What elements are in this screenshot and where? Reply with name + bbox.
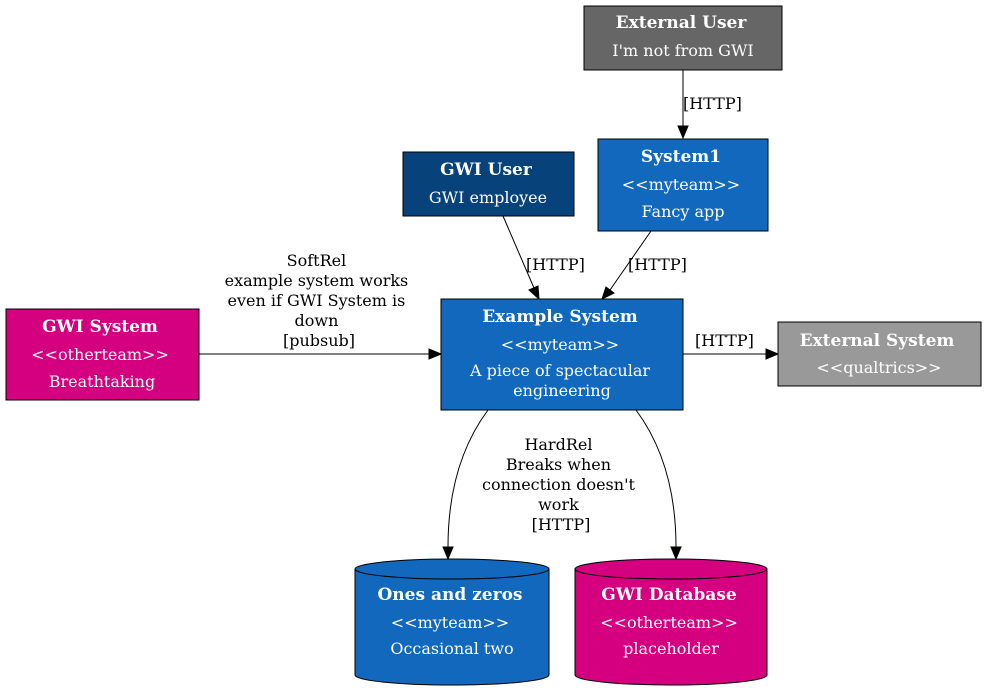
node-box — [402, 151, 575, 217]
database-cylinder-rim — [354, 568, 550, 580]
edge-example-to-gwi-database — [635, 409, 682, 561]
edge-external-user-to-system1: [HTTP] — [677, 70, 742, 140]
edge-label-http: [HTTP] — [526, 255, 585, 274]
arrowhead — [765, 348, 780, 360]
node-label: External System <<qualtrics>> — [800, 331, 959, 377]
edge-line — [635, 409, 677, 548]
edge-line — [447, 409, 489, 548]
edge-label-http: [HTTP] — [695, 331, 754, 350]
node-label: GWI User GWI employee — [429, 160, 547, 207]
edge-example-to-external-system: [HTTP] — [683, 331, 780, 360]
edge-system1-to-example: [HTTP] — [601, 230, 687, 300]
node-label: GWI Database <<otherteam>> placeholder — [600, 585, 742, 658]
edge-gwi-system-to-example: SoftRel example system works even if GWI… — [199, 251, 443, 360]
node-gwi-database[interactable]: GWI Database <<otherteam>> placeholder — [574, 558, 768, 686]
database-cylinder-body — [354, 558, 550, 686]
arrowhead — [677, 125, 689, 140]
node-external-user[interactable]: External User I'm not from GWI — [583, 5, 783, 71]
node-box — [597, 138, 769, 232]
node-label: External User I'm not from GWI — [612, 13, 753, 60]
edge-label-http: [HTTP] — [683, 94, 742, 113]
arrowhead — [601, 286, 615, 300]
node-ones-and-zeros[interactable]: Ones and zeros <<myteam>> Occasional two — [354, 558, 550, 686]
edge-gwi-user-to-example: [HTTP] — [502, 215, 585, 301]
node-label: Ones and zeros <<myteam>> Occasional two — [378, 585, 527, 658]
arrowhead — [670, 546, 682, 561]
node-box — [583, 5, 783, 71]
database-cylinder-body — [574, 558, 768, 686]
edge-line — [502, 215, 535, 289]
node-box — [777, 321, 982, 387]
node-label: Example System <<myteam>> A piece of spe… — [469, 307, 654, 400]
edge-label-http: [HTTP] — [628, 255, 687, 274]
node-box — [440, 298, 684, 411]
node-external-system[interactable]: External System <<qualtrics>> — [777, 321, 982, 387]
node-system1[interactable]: System1 <<myteam>> Fancy app — [597, 138, 769, 232]
database-cylinder-rim — [574, 568, 768, 580]
node-label: GWI System <<otherteam>> Breathtaking — [31, 317, 173, 391]
arrowhead — [428, 348, 443, 360]
node-example-system[interactable]: Example System <<myteam>> A piece of spe… — [440, 298, 684, 411]
node-label: System1 <<myteam>> Fancy app — [622, 147, 744, 221]
node-box — [5, 308, 200, 401]
edge-line — [609, 230, 652, 291]
arrowhead — [528, 285, 540, 301]
node-gwi-user[interactable]: GWI User GWI employee — [402, 151, 575, 217]
arrowhead — [442, 546, 454, 561]
edge-example-to-ones-and-zeros: HardRel Breaks when connection doesn't w… — [442, 409, 640, 561]
node-gwi-system[interactable]: GWI System <<otherteam>> Breathtaking — [5, 308, 200, 401]
edge-label-hardrel: HardRel Breaks when connection doesn't w… — [482, 435, 640, 534]
edge-label-softrel: SoftRel example system works even if GWI… — [225, 251, 414, 350]
